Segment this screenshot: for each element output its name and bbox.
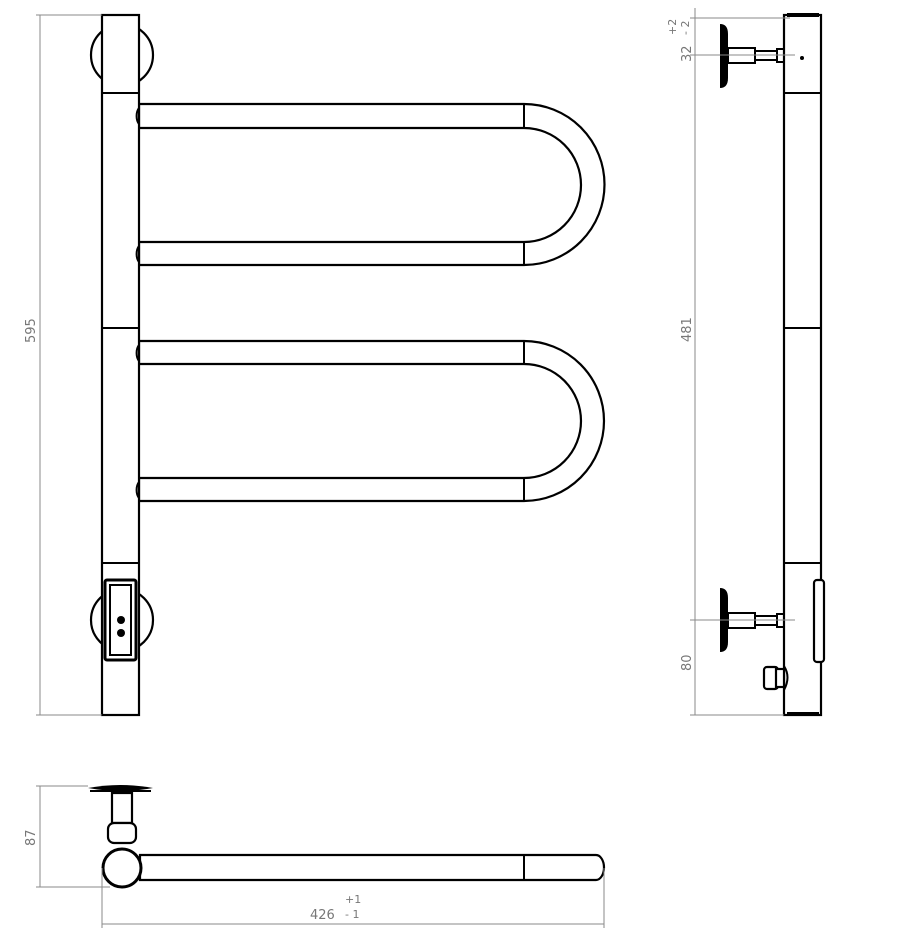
bottom-offset-dimension-label: 80: [680, 654, 695, 671]
front-view: 595: [24, 13, 606, 717]
side-control-unit: [812, 578, 826, 664]
top-offset-tolerance-minus: - 2: [679, 21, 692, 35]
top-view-mount-stem: [110, 791, 134, 825]
depth-dimension-label: 87: [24, 829, 39, 846]
top-view-tube: [138, 853, 606, 882]
width-tolerance-minus: - 1: [345, 908, 359, 921]
top-view-dimensions: 87 426 +1 - 1: [24, 785, 605, 928]
cable-gland: [762, 665, 789, 691]
lower-loop-tube: [137, 339, 606, 503]
control-button-icon: [117, 616, 125, 624]
top-offset-tolerance-plus: +2: [666, 19, 679, 35]
side-view: 32 +2 - 2 481 80: [666, 8, 826, 717]
side-dimensions: 32 +2 - 2 481 80: [666, 8, 795, 716]
top-view: 87 426 +1 - 1: [24, 785, 606, 928]
control-button-icon: [117, 629, 125, 637]
mount-spacing-dimension-label: 481: [680, 317, 695, 342]
top-view-riser: [101, 847, 143, 889]
top-offset-dimension-label: 32: [680, 45, 695, 62]
width-tolerance-plus: +1: [345, 893, 361, 906]
height-dimension: 595: [24, 14, 102, 716]
height-dimension-label: 595: [24, 318, 39, 343]
top-side-mount: [720, 24, 785, 88]
upper-loop-tube: [137, 102, 606, 267]
width-dimension-label: 426: [310, 908, 335, 923]
